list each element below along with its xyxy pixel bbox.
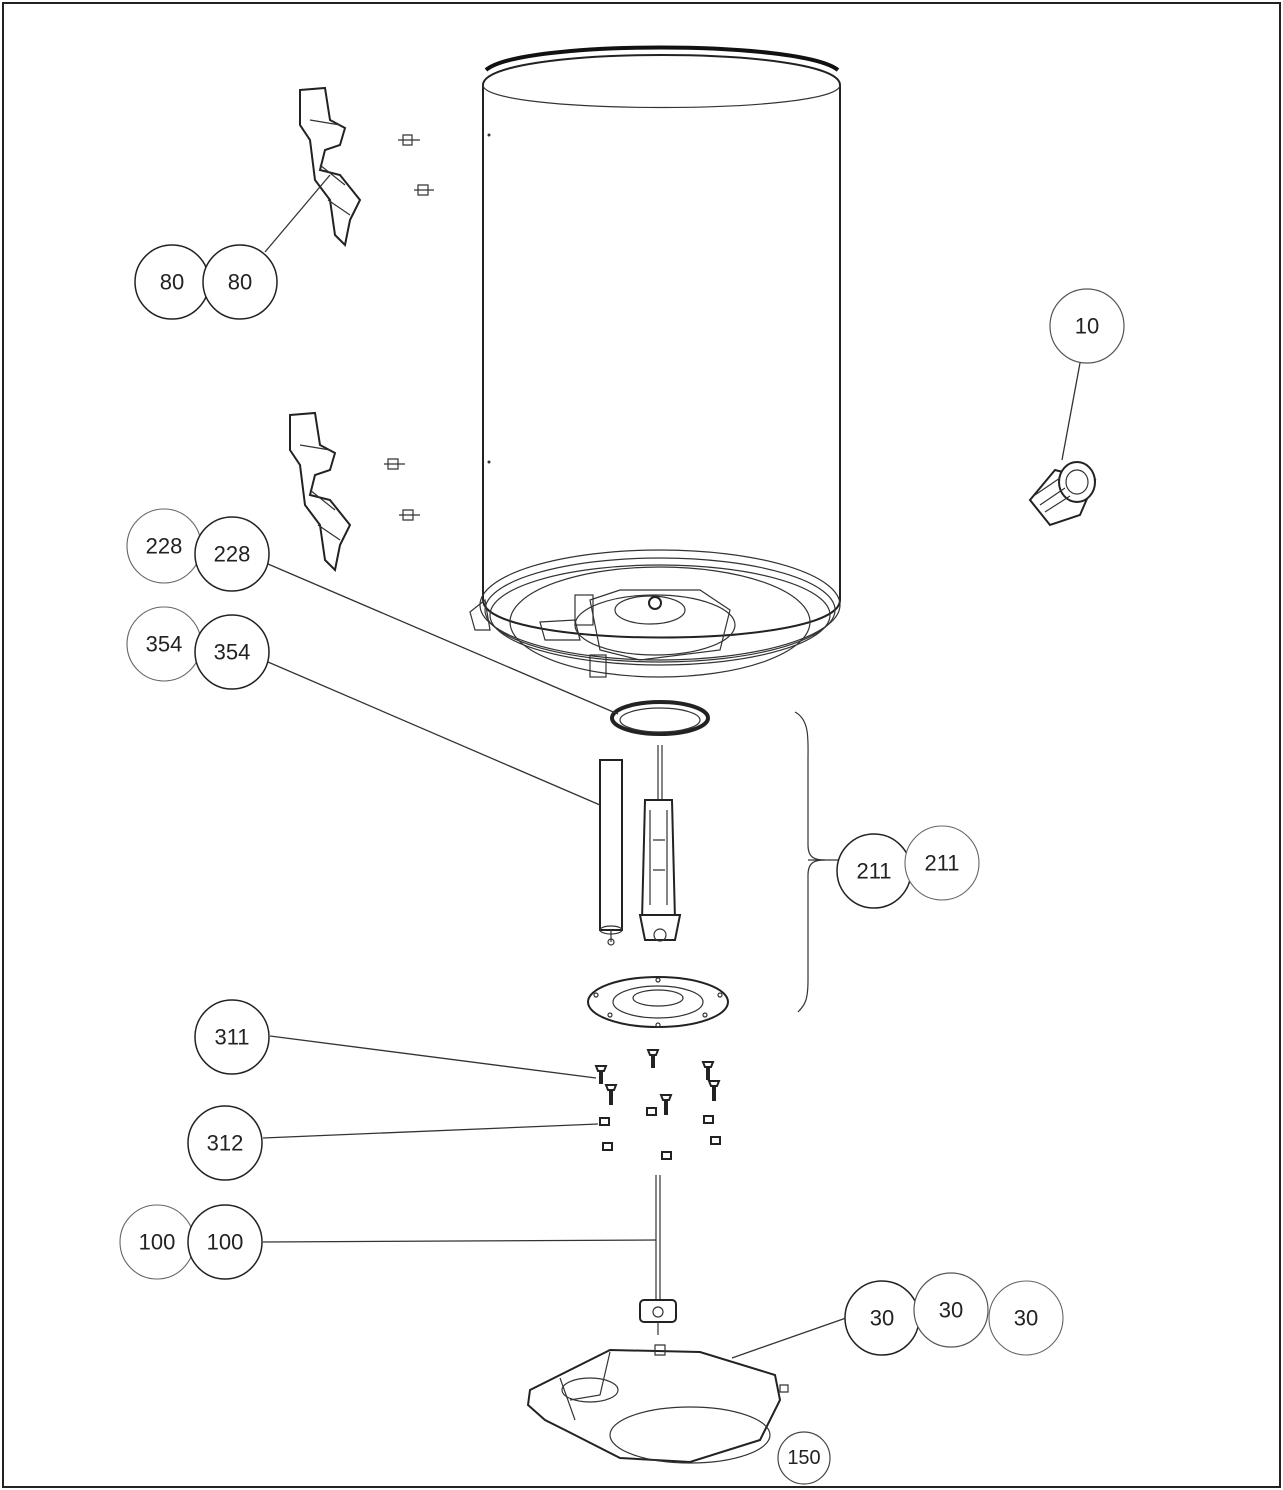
callout-30a: 30	[844, 1280, 920, 1356]
callout-150: 150	[777, 1431, 831, 1485]
callout-30b: 30	[913, 1272, 989, 1348]
callout-354a: 354	[126, 606, 202, 682]
callout-228a: 228	[126, 508, 202, 584]
callout-311: 311	[194, 999, 270, 1075]
callout-label: 30	[870, 1306, 894, 1331]
callout-312: 312	[187, 1105, 263, 1181]
callout-228b: 228	[194, 516, 270, 592]
callout-label: 80	[160, 270, 184, 295]
callout-label: 211	[924, 851, 959, 876]
dielectric-fitting	[1028, 461, 1097, 527]
callout-label: 30	[1014, 1306, 1038, 1331]
callout-label: 354	[214, 640, 251, 665]
callout-211b: 211	[904, 825, 980, 901]
callout-label: 228	[146, 534, 183, 559]
callout-label: 311	[214, 1025, 249, 1050]
callout-label: 150	[787, 1447, 820, 1469]
callout-100b: 100	[187, 1204, 263, 1280]
callout-label: 354	[146, 632, 183, 657]
callout-30c: 30	[988, 1280, 1064, 1356]
flange-screws	[594, 1049, 721, 1115]
element-flange	[587, 976, 729, 1028]
callout-label: 30	[939, 1298, 963, 1323]
callout-label: 10	[1075, 314, 1099, 339]
callout-80a: 80	[134, 244, 210, 320]
bottom-cover	[526, 1344, 789, 1464]
callout-100a: 100	[119, 1204, 195, 1280]
tank-body	[469, 45, 841, 678]
callout-label: 100	[139, 1230, 176, 1255]
heating-element	[638, 745, 682, 942]
callout-211a: 211	[836, 833, 912, 909]
callout-label: 312	[207, 1131, 244, 1156]
flange-gasket	[610, 700, 710, 736]
callout-label: 228	[214, 542, 251, 567]
callout-354b: 354	[194, 614, 270, 690]
flange-nuts	[599, 1107, 721, 1160]
callout-label: 211	[856, 859, 891, 884]
magnesium-anode	[599, 759, 623, 946]
callout-label: 80	[228, 270, 252, 295]
callout-80b: 80	[202, 244, 278, 320]
callout-10: 10	[1049, 288, 1125, 364]
leader-lines	[262, 174, 1081, 1359]
upper-wall-bracket	[299, 86, 434, 248]
callout-label: 100	[207, 1230, 244, 1255]
lower-wall-bracket	[289, 411, 420, 573]
